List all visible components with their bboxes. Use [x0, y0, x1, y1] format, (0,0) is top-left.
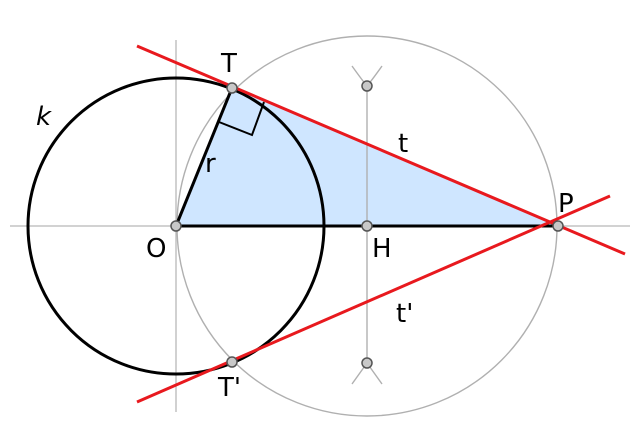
- point-O: [170, 220, 182, 232]
- right-angle-marker: [218, 101, 265, 137]
- bisector-point-bottom: [361, 357, 373, 369]
- bisector-point-top: [361, 80, 373, 92]
- radius-OT: [174, 87, 234, 227]
- label-r: r: [205, 149, 216, 179]
- label-P: P: [558, 189, 574, 219]
- point-H: [361, 220, 373, 232]
- label-k: k: [36, 102, 52, 132]
- label-T-prime: T': [217, 373, 241, 403]
- label-O: O: [146, 234, 166, 264]
- tangent-line-t: [136, 44, 626, 256]
- label-t-prime: t': [396, 299, 413, 329]
- point-T: [226, 82, 238, 94]
- tangent-line-t-prime: [136, 194, 611, 404]
- point-T-prime: [226, 356, 238, 368]
- label-t: t: [398, 129, 408, 159]
- point-P: [552, 220, 564, 232]
- label-H: H: [372, 234, 392, 264]
- label-T: T: [220, 49, 237, 79]
